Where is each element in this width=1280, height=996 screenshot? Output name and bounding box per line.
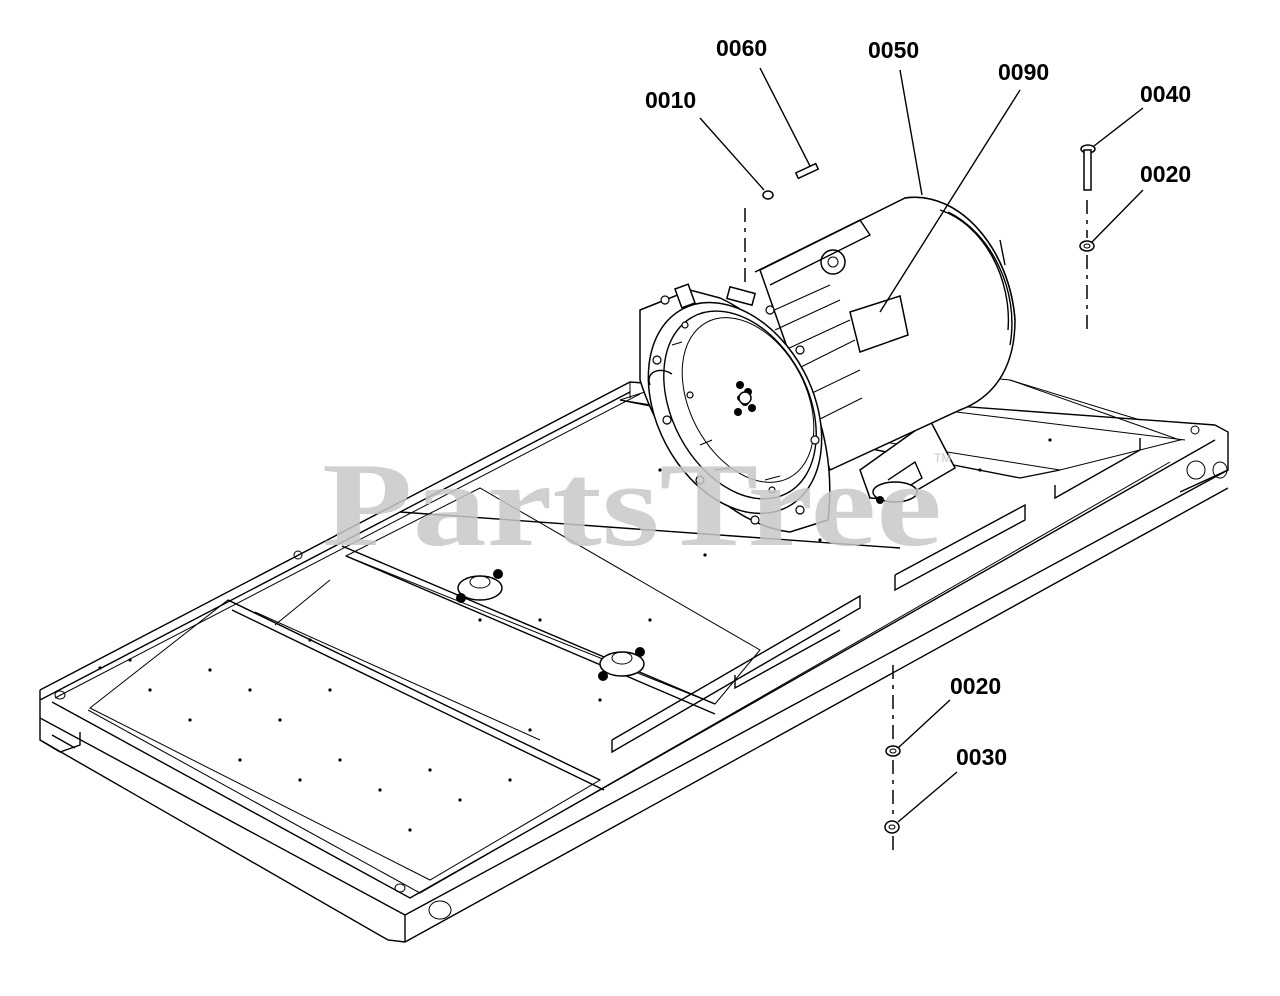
mount-isolator-right (598, 647, 645, 681)
bolt-0040 (1080, 144, 1096, 191)
partstree-watermark: PartsTree TM (322, 438, 951, 571)
callout-0020-top[interactable]: 0020 (1140, 161, 1191, 187)
adapter-flange (639, 283, 831, 533)
base-frame (39, 354, 1229, 943)
nut-0010 (762, 190, 774, 200)
callout-0050[interactable]: 0050 (868, 37, 919, 63)
leader-lines (699, 67, 1144, 823)
nut-0030 (884, 820, 900, 834)
generator-assembly (754, 196, 1016, 504)
washer-0020-bottom (885, 745, 901, 757)
callout-0090[interactable]: 0090 (998, 59, 1049, 85)
pin-0060 (794, 162, 820, 180)
callout-labels: 0010 0060 0050 0090 0040 0020 0020 0030 (645, 35, 1191, 770)
callout-0020-bottom[interactable]: 0020 (950, 673, 1001, 699)
washer-0020-top (1079, 240, 1095, 252)
callout-0040[interactable]: 0040 (1140, 81, 1191, 107)
callout-0060[interactable]: 0060 (716, 35, 767, 61)
watermark-text: PartsTree (322, 438, 942, 571)
nameplate-decal (849, 295, 909, 353)
callout-0030[interactable]: 0030 (956, 744, 1007, 770)
callout-0010[interactable]: 0010 (645, 87, 696, 113)
mount-isolator-left (456, 569, 503, 603)
watermark-trademark: TM (934, 451, 951, 465)
